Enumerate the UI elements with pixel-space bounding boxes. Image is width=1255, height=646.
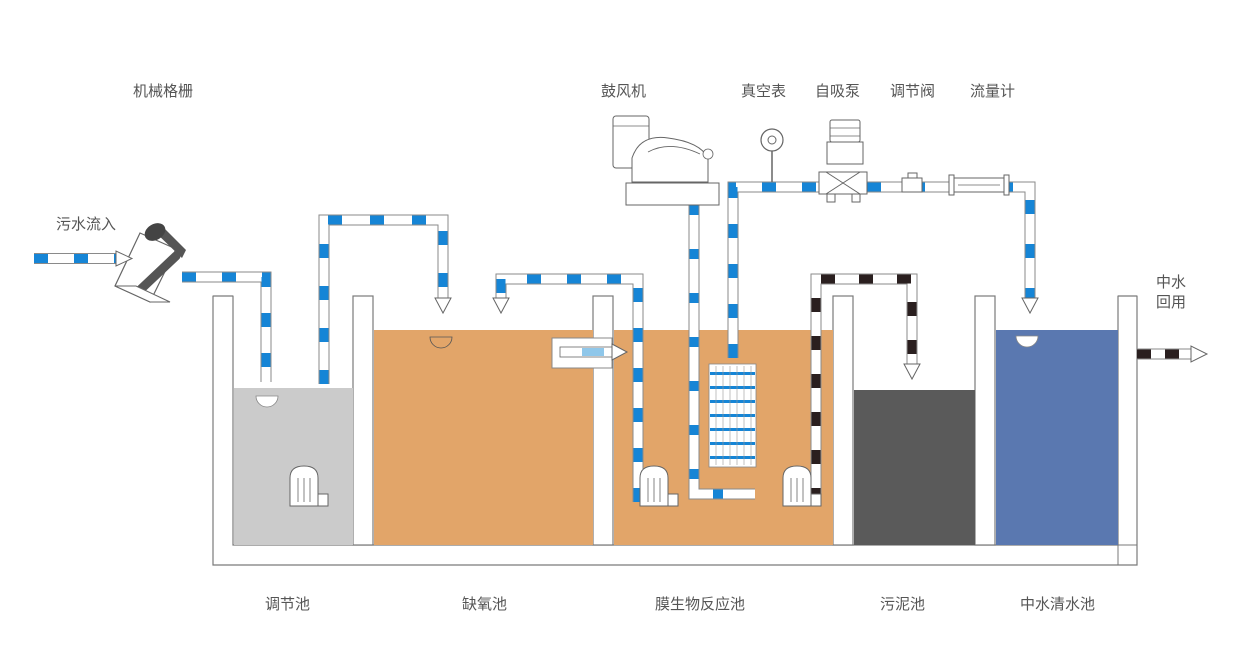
label-blower: 鼓风机 — [601, 82, 646, 100]
label-tank-reclaimed: 中水清水池 — [1020, 595, 1095, 613]
label-reuse-line1: 中水 — [1156, 273, 1186, 291]
pipe-blower-air — [688, 205, 755, 500]
membrane-module — [708, 363, 757, 468]
arrow-inflow — [115, 250, 134, 267]
vacuum-gauge-icon — [760, 128, 784, 182]
label-tank-mbr: 膜生物反应池 — [655, 595, 745, 613]
label-tank-anoxic: 缺氧池 — [462, 595, 507, 613]
pipe-regulating-to-anoxic — [318, 214, 449, 384]
membrane-sheet — [710, 414, 755, 417]
arrow-into-anoxic — [434, 297, 452, 315]
submersible-pump-mbr-right — [782, 465, 822, 507]
water-regulating-tank — [234, 388, 353, 545]
overflow-connector — [551, 337, 629, 369]
pipe-permeate-suction — [727, 181, 819, 358]
label-reuse-line2: 回用 — [1156, 293, 1186, 311]
membrane-sheet — [710, 442, 755, 445]
submersible-pump-mbr-left — [639, 465, 679, 507]
blower-icon — [612, 115, 720, 206]
regulating-valve-icon — [818, 171, 868, 203]
label-inflow: 污水流入 — [56, 215, 116, 233]
membrane-sheet — [710, 400, 755, 403]
flow-meter-icon — [948, 174, 1010, 196]
label-mechanical-screen: 机械格栅 — [133, 82, 193, 100]
tank-outer-wall — [212, 296, 1138, 566]
level-indicator-reclaimed — [1015, 335, 1039, 348]
arrow-into-reclaimed — [1021, 297, 1039, 315]
level-indicator-regulating — [255, 395, 279, 408]
arrow-into-sludge — [903, 363, 921, 381]
membrane-sheet — [710, 372, 755, 375]
pipe-mbr-return — [495, 273, 644, 502]
label-vacuum-gauge: 真空表 — [741, 82, 786, 100]
self-priming-pump-icon — [826, 119, 864, 165]
pipe-screen-to-regulating — [182, 271, 272, 382]
divider-wall-1 — [352, 295, 374, 546]
pump-group — [289, 465, 822, 507]
label-tank-sludge: 污泥池 — [880, 595, 925, 613]
label-flow-meter: 流量计 — [970, 82, 1015, 100]
divider-wall-2 — [592, 295, 614, 546]
arrow-return-anoxic — [492, 297, 510, 315]
pipe-sludge — [810, 273, 918, 502]
membrane-sheet — [710, 428, 755, 431]
divider-wall-3 — [832, 295, 854, 546]
membrane-sheet — [710, 456, 755, 459]
membrane-sheet — [710, 386, 755, 389]
mechanical-screen-icon — [114, 223, 186, 303]
arrow-outflow — [1190, 345, 1209, 363]
water-sludge-tank — [854, 390, 975, 545]
flow-arrows — [115, 250, 1209, 381]
label-self-priming-pump: 自吸泵 — [815, 82, 860, 100]
submersible-pump-regulating — [289, 465, 329, 507]
water-reclaimed-tank — [996, 330, 1118, 545]
label-tank-regulating: 调节池 — [265, 595, 310, 613]
level-indicator-anoxic — [429, 336, 453, 349]
label-regulating-valve: 调节阀 — [890, 82, 935, 100]
small-valve-icon — [901, 172, 923, 193]
divider-wall-4 — [974, 295, 996, 546]
